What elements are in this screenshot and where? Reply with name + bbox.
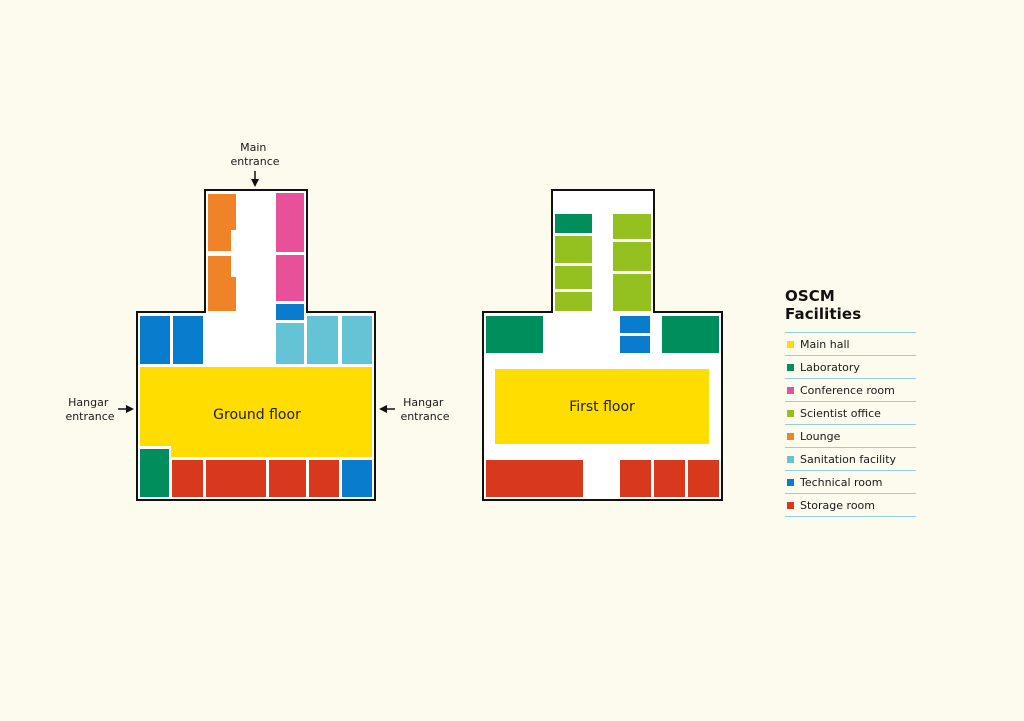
legend-item-label: Sanitation facility xyxy=(800,452,897,466)
conference-room-swatch xyxy=(787,386,794,394)
conference-room-2 xyxy=(276,255,304,301)
storage-room-3 xyxy=(269,460,306,497)
scientist-office-4 xyxy=(613,214,651,239)
storage-room-1 xyxy=(172,460,203,497)
storage-room-2 xyxy=(206,460,266,497)
hangar-entrance-left-label: Hangar entrance xyxy=(65,396,114,423)
first-floor-label: First floor xyxy=(569,399,635,415)
storage-room-first-4 xyxy=(688,460,719,497)
technical-room-first-2 xyxy=(620,336,650,353)
hangar-entrance-right-label: Hangar entrance xyxy=(400,396,449,423)
ground-floor-plan: Ground floor Main entrance Hangar entran… xyxy=(65,141,450,501)
ground-floor-label: Ground floor xyxy=(213,407,301,423)
laboratory-first-wing xyxy=(555,214,592,233)
storage-room-4 xyxy=(309,460,339,497)
legend-item-sanitation-facility: Sanitation facility xyxy=(785,447,916,470)
storage-room-first-2 xyxy=(620,460,651,497)
legend-item-storage-room: Storage room xyxy=(785,493,916,517)
technical-room-first-1 xyxy=(620,316,650,333)
legend-item-label: Conference room xyxy=(800,383,895,397)
main-hall-swatch xyxy=(787,340,794,348)
main-hall-first xyxy=(495,369,709,444)
storage-room-first-3 xyxy=(654,460,685,497)
lounge-room-1 xyxy=(208,194,236,251)
scientist-office-6 xyxy=(613,274,651,311)
lounge-swatch xyxy=(787,432,794,440)
conference-room-1 xyxy=(276,193,304,252)
legend: OSCM Facilities Main hall Laboratory Con… xyxy=(785,287,916,517)
legend-item-label: Main hall xyxy=(800,337,850,351)
legend-item-main-hall: Main hall xyxy=(785,332,916,355)
first-floor-plan: First floor xyxy=(482,189,723,501)
main-hall-ground xyxy=(140,367,372,457)
sanitation-room-3 xyxy=(342,316,372,364)
technical-room-swatch xyxy=(787,478,794,486)
legend-item-laboratory: Laboratory xyxy=(785,355,916,378)
technical-room-2 xyxy=(173,316,203,364)
scientist-office-1 xyxy=(555,236,592,263)
legend-item-technical-room: Technical room xyxy=(785,470,916,493)
sanitation-room-2 xyxy=(307,316,338,364)
scientist-office-5 xyxy=(613,242,651,271)
scientist-office-2 xyxy=(555,266,592,289)
legend-title: OSCM Facilities xyxy=(785,287,862,323)
legend-item-label: Technical room xyxy=(800,475,883,489)
laboratory-swatch xyxy=(787,363,794,371)
lounge-room-2 xyxy=(208,256,236,311)
legend-item-lounge: Lounge xyxy=(785,424,916,447)
scientist-office-swatch xyxy=(787,409,794,417)
laboratory-ground xyxy=(140,449,169,497)
technical-room-1 xyxy=(140,316,170,364)
technical-room-wing xyxy=(276,304,304,320)
legend-list: Main hall Laboratory Conference room Sci… xyxy=(785,332,916,517)
sanitation-room-1 xyxy=(276,323,304,364)
legend-item-scientist-office: Scientist office xyxy=(785,401,916,424)
legend-item-conference-room: Conference room xyxy=(785,378,916,401)
sanitation-facility-swatch xyxy=(787,455,794,463)
laboratory-first-2 xyxy=(662,316,719,353)
main-entrance-label: Main entrance xyxy=(230,141,279,168)
scientist-office-3 xyxy=(555,292,592,311)
legend-item-label: Lounge xyxy=(800,429,841,443)
storage-room-first-1 xyxy=(486,460,583,497)
legend-item-label: Scientist office xyxy=(800,406,881,420)
technical-room-3 xyxy=(342,460,372,497)
storage-room-swatch xyxy=(787,501,794,509)
laboratory-first-1 xyxy=(486,316,543,353)
legend-item-label: Storage room xyxy=(800,498,875,512)
legend-item-label: Laboratory xyxy=(800,360,860,374)
